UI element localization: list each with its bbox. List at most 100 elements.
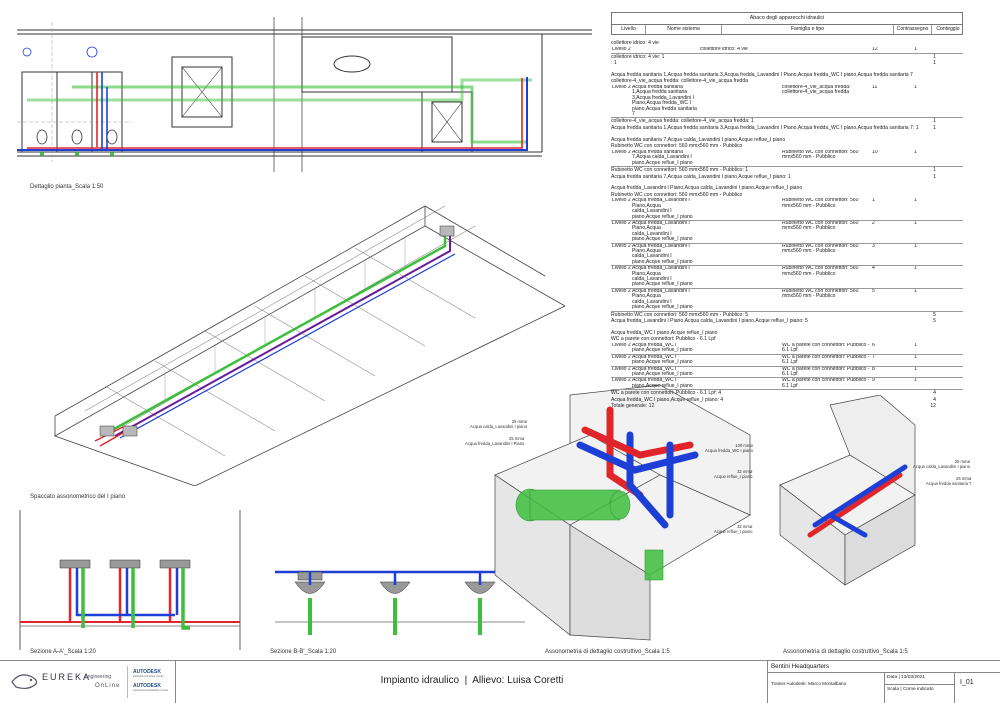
- table-cell: Livello 2: [612, 266, 631, 272]
- logo-area: EUREKA engineering OnLine AUTODESK Autho…: [0, 661, 175, 703]
- axon-view-label: Spaccato assonometrico del I piano: [30, 494, 126, 500]
- table-cell: Livello 2: [612, 288, 631, 294]
- table-cell: [699, 343, 781, 354]
- subtotal-label: Acqua fredda sanitaria 1,Acqua fredda sa…: [611, 125, 919, 131]
- schedule-header-count: Conteggio: [936, 26, 960, 32]
- schedule-group-heading: collettore-4_vie_acqua fredda: collettor…: [611, 78, 749, 85]
- table-cell: Acqua fredda_WC I piano,Acque reflue_I p…: [632, 378, 693, 389]
- schedule-total-value: 12: [930, 403, 936, 410]
- schedule-subtotal: Rubinetto WC con connettori: 560 mmx560 …: [611, 167, 963, 174]
- table-cell: Livello 2: [612, 378, 631, 384]
- schedule-total-label: Totale generale: 12: [611, 403, 655, 410]
- floor-plan-drawing: [17, 17, 592, 172]
- schedule-group-heading: WC a parete con connettori: Pubblico - 6…: [611, 336, 716, 343]
- table-cell: Livello 2: [612, 221, 631, 226]
- schedule-group-heading: Acqua fredda sanitaria 7,Acqua calda_Lav…: [611, 136, 786, 143]
- table-cell: 1: [914, 221, 917, 226]
- project-title: Impianto idraulico | Allievo: Luisa Core…: [380, 675, 564, 686]
- table-cell: Livello 2: [612, 243, 631, 249]
- table-cell: [631, 47, 699, 53]
- table-cell: Rubinetto WC con connettori: 560 mmx560 …: [782, 149, 859, 161]
- project-name: Bentini Headquarters: [771, 663, 830, 670]
- subtotal-label: Acqua fredda_Lavandini I Piano,Acqua cal…: [611, 318, 808, 325]
- table-cell: 11: [872, 84, 878, 90]
- subtotal-label: Rubinetto WC con connettori: 560 mmx560 …: [611, 167, 749, 173]
- subtotal-label: Acqua fredda sanitaria 7,Acqua calda_Lav…: [611, 173, 791, 180]
- autodesk-badge-1: AUTODESK Authorized Training Center: [133, 669, 164, 678]
- sheet-number: I_01: [960, 679, 974, 686]
- schedule-subtotal: collettore-4_vie_acqua fredda: collettor…: [611, 118, 963, 125]
- table-cell: WC a parete con connettori: Pubblico - 6…: [782, 342, 870, 354]
- table-cell: Livello 2: [612, 342, 631, 348]
- table-cell: Rubinetto WC con connettori: 560 mmx560 …: [782, 266, 859, 277]
- schedule-group-heading: Acqua fredda_WC I piano,Acque reflue_I p…: [611, 329, 718, 336]
- table-cell: Rubinetto WC con connettori: 560 mmx560 …: [782, 221, 859, 232]
- table-cell: [699, 378, 781, 389]
- table-cell: Acqua fredda_Lavandini I Piano,Acqua cal…: [632, 266, 693, 288]
- table-cell: 1: [914, 46, 917, 52]
- logo-sub-2: OnLine: [95, 683, 121, 689]
- table-cell: [699, 85, 781, 117]
- schedule-header-family: Famiglia e tipo: [722, 25, 894, 34]
- table-cell: Livello 2: [612, 84, 631, 90]
- table-cell: [781, 47, 871, 53]
- table-cell: 1: [914, 243, 917, 249]
- section-a-label: Sezione A-A'_Scala 1:20: [30, 649, 96, 655]
- table-cell: Acqua fredda_WC I piano,Acque reflue_I p…: [632, 366, 693, 377]
- table-cell: 9: [872, 378, 875, 384]
- table-cell: collettore idrico: 4 vie: [700, 46, 748, 52]
- schedule-total: Totale generale: 12 12: [611, 403, 963, 410]
- table-cell: WC a parete con connettori: Pubblico - 6…: [782, 354, 870, 366]
- table-cell: [699, 355, 781, 366]
- detail-1-label: Assonometria di dettaglio costruttivo_Sc…: [545, 649, 670, 655]
- subtotal-label: collettore idrico: 4 vie: 1: [611, 53, 665, 60]
- table-cell: Acqua fredda_Lavandini I Piano,Acqua cal…: [632, 198, 693, 220]
- subtotal-label: : 1: [611, 60, 617, 67]
- table-cell: Livello 2: [612, 149, 631, 155]
- schedule-header-level: Livello: [612, 25, 646, 34]
- table-cell: 12: [872, 46, 878, 52]
- schedule-group: Acqua fredda sanitaria 7,Acqua calda_Lav…: [611, 137, 963, 181]
- axonometric-drawing: [54, 205, 565, 486]
- table-cell: [699, 266, 781, 288]
- schedule-header-row: Livello Nome sistema Famiglia e tipo Con…: [611, 24, 963, 35]
- table-cell: [699, 150, 781, 166]
- schedule-group-heading: collettore idrico: 4 vie: [611, 40, 659, 46]
- subtotal-label: WC a parete con connettori: Pubblico - 6…: [611, 390, 722, 397]
- subtotal-value: 4: [933, 396, 936, 403]
- table-cell: Acqua fredda_Lavandini I Piano,Acqua cal…: [632, 243, 693, 265]
- schedule-subtotal: : 1 1: [611, 60, 963, 67]
- table-cell: 1: [914, 342, 917, 348]
- schedule-title: Abaco degli apparecchi idraulici: [611, 12, 963, 24]
- table-cell: Acqua fredda sanitaria 7,Acqua calda_Lav…: [632, 149, 693, 166]
- subtotal-label: collettore-4_vie_acqua fredda: collettor…: [611, 118, 754, 125]
- table-cell: Livello 2: [612, 366, 631, 372]
- table-cell: 1: [914, 366, 917, 372]
- subtotal-label: Rubinetto WC con connettori: 560 mmx560 …: [611, 311, 749, 318]
- detail-2-label: Assonometria di dettaglio costruttivo_Sc…: [783, 649, 908, 655]
- table-cell: WC a parete con connettori: Pubblico - 6…: [782, 378, 870, 389]
- table-cell: 5: [872, 288, 875, 294]
- schedule-group: Acqua fredda sanitaria 1,Acqua fredda sa…: [611, 72, 963, 132]
- table-cell: 3: [872, 243, 875, 249]
- table-cell: [699, 244, 781, 266]
- subtotal-value: 1: [933, 60, 936, 67]
- section-b-drawing: [275, 570, 525, 635]
- table-cell: Acqua fredda sanitaria 1,Acqua fredda sa…: [632, 84, 697, 117]
- table-cell: [699, 198, 781, 220]
- table-cell: 2: [872, 221, 875, 226]
- table-cell: 1: [914, 84, 917, 90]
- subtotal-label: Acqua fredda_WC I piano,Acque reflue_I p…: [611, 396, 724, 403]
- schedule-group-heading: Acqua fredda sanitaria 1,Acqua fredda sa…: [611, 71, 913, 78]
- table-cell: 1: [914, 288, 917, 294]
- table-cell: Acqua fredda_WC I piano,Acque reflue_I p…: [632, 342, 693, 354]
- table-cell: Acqua fredda_Lavandini I Piano,Acqua cal…: [632, 221, 693, 243]
